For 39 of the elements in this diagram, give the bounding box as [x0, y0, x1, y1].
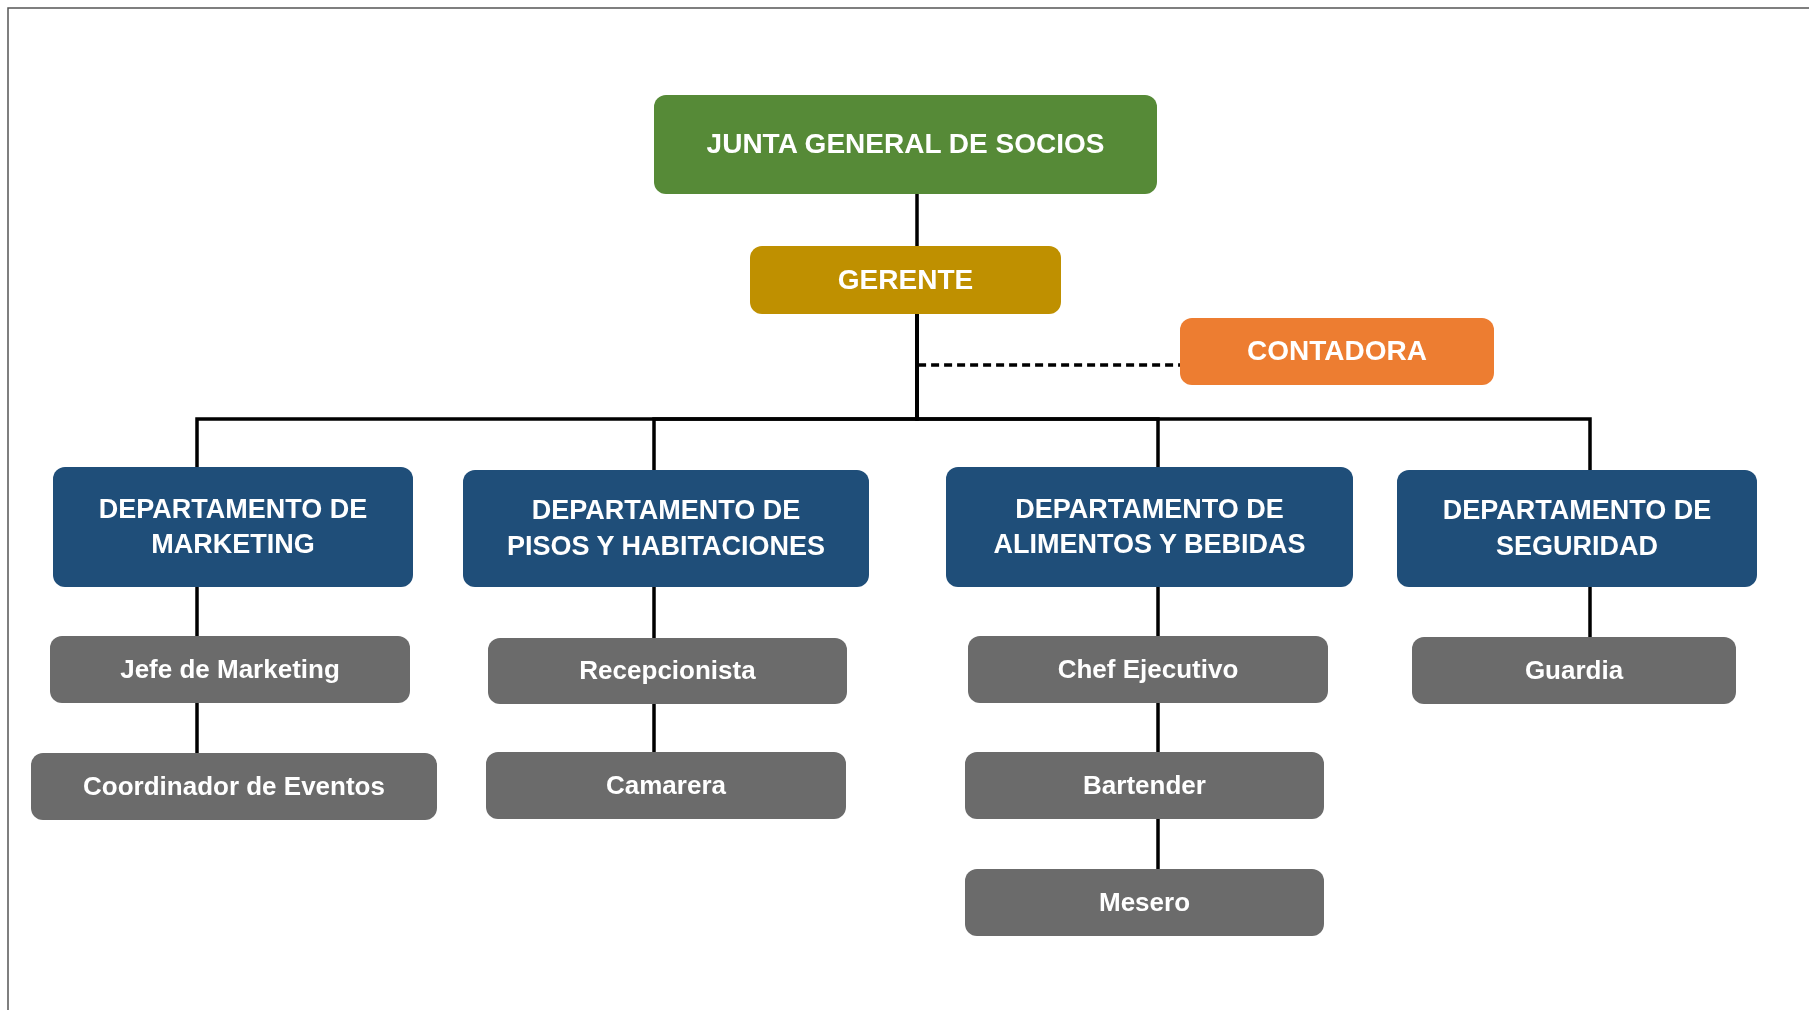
connector-line: [1156, 819, 1160, 869]
node-label: Camarera: [606, 768, 726, 802]
manager-box: [750, 246, 1061, 314]
node-label: Guardia: [1524, 653, 1624, 687]
node-label: JUNTA GENERAL DE SOCIOS: [706, 127, 1105, 162]
connector-line: [195, 587, 199, 636]
connector-line: [1156, 587, 1160, 636]
position-box: [31, 753, 437, 820]
node-label: GERENTE: [837, 262, 974, 297]
department-box: [53, 467, 413, 587]
position-box: [968, 636, 1328, 703]
connector-line: [652, 704, 656, 752]
connector-line: [1588, 587, 1592, 637]
accountant-box: [1180, 318, 1494, 385]
department-box: [463, 470, 869, 587]
node-label: Coordinador de Eventos: [83, 769, 385, 803]
position-box: [965, 869, 1324, 936]
connector-line: [195, 703, 199, 753]
position-box: [486, 752, 846, 819]
node-label: DEPARTAMENTO DE ALIMENTOS Y BEBIDAS: [992, 492, 1307, 561]
node-label: DEPARTAMENTO DE SEGURIDAD: [1441, 494, 1713, 563]
position-box: [488, 638, 847, 704]
connector-line: [915, 194, 919, 246]
node-label: CONTADORA: [1247, 334, 1427, 369]
board-box: [654, 95, 1157, 194]
node-label: Mesero: [1098, 885, 1190, 919]
node-label: Bartender: [1083, 768, 1206, 802]
department-box: [1397, 470, 1757, 587]
node-label: Recepcionista: [579, 654, 756, 688]
node-label: DEPARTAMENTO DE PISOS Y HABITACIONES: [505, 494, 827, 563]
node-label: Jefe de Marketing: [120, 652, 340, 686]
position-box: [50, 636, 410, 703]
position-box: [1412, 637, 1736, 704]
connector-line: [1156, 703, 1160, 752]
position-box: [965, 752, 1324, 819]
connector-line: [652, 587, 656, 638]
node-label: DEPARTAMENTO DE MARKETING: [97, 492, 369, 561]
node-label: Chef Ejecutivo: [1057, 652, 1239, 686]
department-box: [946, 467, 1353, 587]
